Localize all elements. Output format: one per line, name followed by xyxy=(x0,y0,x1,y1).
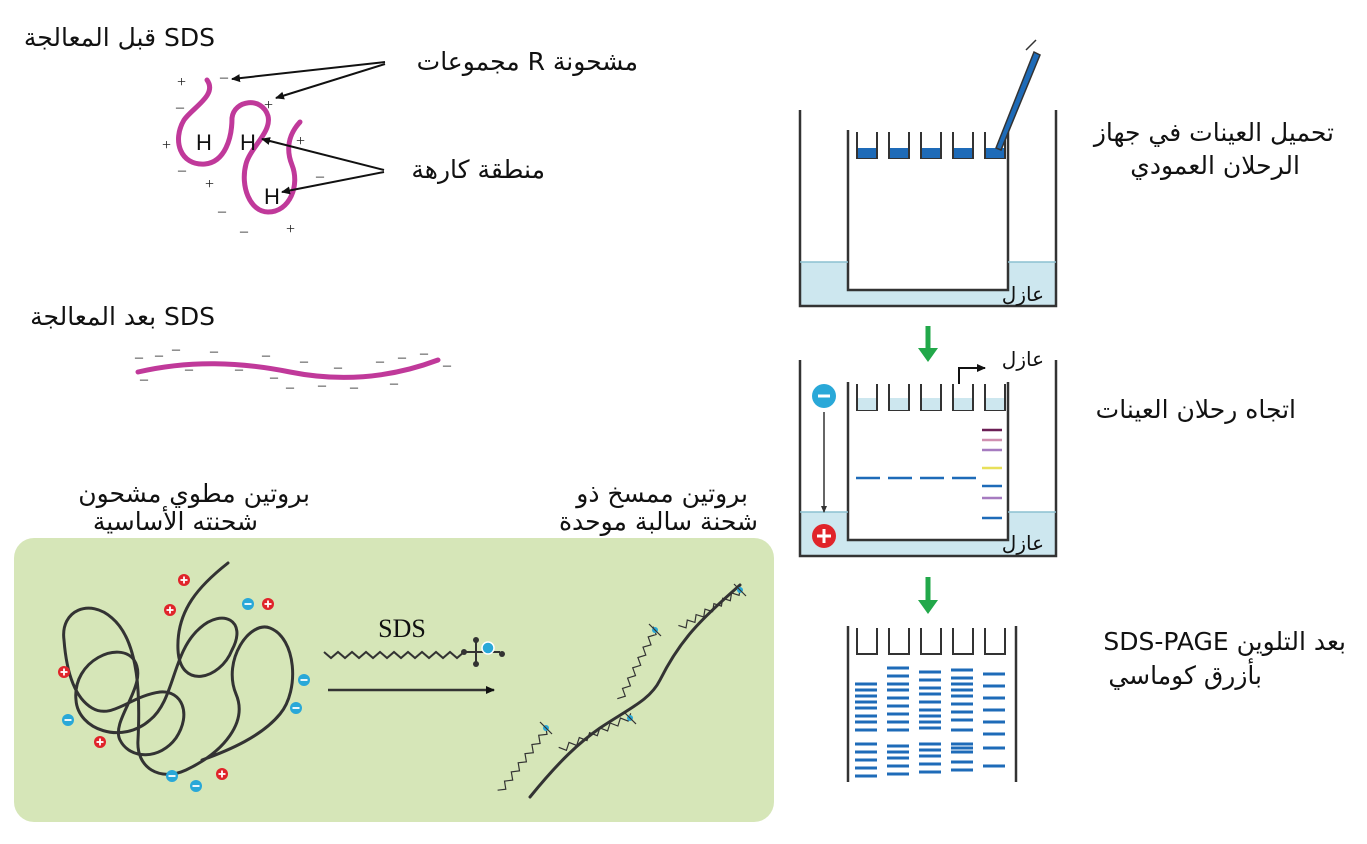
sds-tail xyxy=(497,726,548,791)
svg-text:+: + xyxy=(205,176,214,193)
svg-text:–: – xyxy=(333,359,343,376)
unfolded-chain xyxy=(528,583,742,799)
unfolded-protein-label-line1: بروتين ممسخ ذو xyxy=(574,479,748,509)
insulator-label-2: عازل xyxy=(1002,347,1044,371)
sds-tail xyxy=(678,587,741,629)
stained-bands xyxy=(855,666,1005,778)
svg-text:–: – xyxy=(184,361,194,378)
folded-chain xyxy=(62,561,295,776)
sample-well xyxy=(952,628,974,655)
svg-text:–: – xyxy=(171,341,181,358)
sample-well xyxy=(920,628,942,655)
unfolded-protein-label-line2: شحنة سالبة موحدة xyxy=(559,507,758,536)
svg-text:+: + xyxy=(177,74,186,91)
sample-fill xyxy=(890,148,908,158)
after-sds-label: بعد المعالجة SDS xyxy=(30,302,215,331)
pipette xyxy=(995,39,1041,151)
svg-text:–: – xyxy=(389,375,399,392)
marker-ladder xyxy=(982,428,1002,520)
r-groups-pointers xyxy=(231,61,386,100)
svg-text:–: – xyxy=(419,345,429,362)
svg-text:–: – xyxy=(175,99,185,116)
svg-text:–: – xyxy=(219,69,229,86)
sds-head-mark xyxy=(623,711,637,725)
sds-panel xyxy=(14,538,774,822)
sample-wells-loaded xyxy=(856,132,1006,159)
insulator-pointer xyxy=(958,364,986,384)
svg-text:–: – xyxy=(375,353,385,370)
linear-charges: – – – – – – – – – – – – – – – – – – – xyxy=(134,341,452,396)
svg-text:+: + xyxy=(296,133,305,150)
folded-protein-coil xyxy=(176,77,303,215)
folded-protein-label-line1: بروتين مطوي مشحون xyxy=(78,479,310,509)
green-arrow-2 xyxy=(918,577,938,614)
green-arrow-1 xyxy=(918,326,938,362)
h-letter-2: H xyxy=(240,130,256,155)
linear-protein xyxy=(135,357,441,380)
sample-fill xyxy=(922,398,940,410)
step3-label-line2: بأزرق كوماسي xyxy=(1108,657,1262,690)
svg-text:+: + xyxy=(286,221,295,238)
svg-text:–: – xyxy=(209,343,219,360)
step2-label: اتجاه رحلان العينات xyxy=(1096,395,1296,424)
sample-fill xyxy=(954,398,972,410)
sample-fill xyxy=(890,398,908,410)
h-letter-3: H xyxy=(264,184,280,209)
h-letter-1: H xyxy=(196,130,212,155)
sample-well xyxy=(984,628,1006,655)
sds-molecule-label: SDS xyxy=(378,614,426,643)
r-groups-label: مجموعات R مشحونة xyxy=(417,47,638,76)
anode-icon xyxy=(812,524,836,548)
sample-fill xyxy=(986,148,1004,158)
svg-text:–: – xyxy=(349,379,359,396)
step3-label-line1: SDS-PAGE بعد التلوين xyxy=(1103,627,1346,656)
sample-well xyxy=(856,628,878,655)
svg-text:–: – xyxy=(234,361,244,378)
before-sds-label: قبل المعالجة SDS xyxy=(24,23,215,52)
sds-tail xyxy=(617,626,657,700)
svg-text:–: – xyxy=(177,162,187,179)
folded-protein-label-line2: شحنته الأساسية xyxy=(93,505,258,536)
sample-well xyxy=(888,628,910,655)
svg-text:–: – xyxy=(134,349,144,366)
svg-text:–: – xyxy=(217,203,227,220)
svg-text:–: – xyxy=(285,379,295,396)
svg-text:–: – xyxy=(269,369,279,386)
sample-wells-stained xyxy=(856,628,1006,655)
sample-fill xyxy=(858,148,876,158)
hydrophobic-pointers xyxy=(261,137,385,195)
svg-text:–: – xyxy=(442,357,452,374)
hydrophobic-label: منطقة كارهة xyxy=(411,155,545,184)
cathode-icon xyxy=(812,384,836,408)
svg-text:+: + xyxy=(264,97,273,114)
svg-text:–: – xyxy=(317,377,327,394)
svg-text:+: + xyxy=(162,137,171,154)
sample-fill xyxy=(986,398,1004,410)
svg-text:–: – xyxy=(397,349,407,366)
sample-fill xyxy=(922,148,940,158)
sds-molecule xyxy=(323,637,505,667)
svg-text:–: – xyxy=(154,347,164,364)
svg-text:–: – xyxy=(299,353,309,370)
svg-text:–: – xyxy=(261,347,271,364)
folded-charge-markers xyxy=(58,574,310,792)
unfolded-sds-coat xyxy=(497,583,747,791)
insulator-label-3: عازل xyxy=(1002,531,1044,555)
folded-charges: + – – + + + – + – – – + xyxy=(162,69,325,240)
stained-gel xyxy=(846,626,1018,782)
sample-fill xyxy=(858,398,876,410)
svg-text:–: – xyxy=(239,223,249,240)
sds-head-mark xyxy=(733,583,747,597)
step1-label-line1: تحميل العينات في جهاز xyxy=(1092,118,1334,148)
sds-head-mark xyxy=(648,623,662,637)
sds-head-mark xyxy=(539,721,553,735)
insulator-label-1: عازل xyxy=(1002,282,1044,306)
sds-tail xyxy=(558,713,632,752)
sample-wells-running xyxy=(856,384,1006,411)
svg-text:–: – xyxy=(139,371,149,388)
svg-text:–: – xyxy=(315,168,325,185)
sample-fill xyxy=(954,148,972,158)
step1-label-line2: الرحلان العمودي xyxy=(1130,151,1300,180)
